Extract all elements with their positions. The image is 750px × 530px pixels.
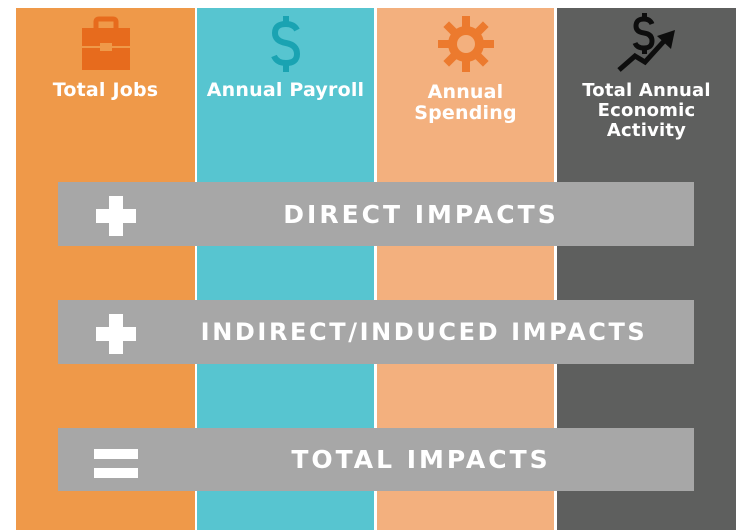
equals-icon bbox=[92, 438, 140, 486]
band-indirect-induced-impacts: INDIRECT/INDUCED IMPACTS bbox=[58, 300, 694, 364]
plus-icon bbox=[92, 192, 140, 240]
band-label: TOTAL IMPACTS bbox=[291, 445, 551, 474]
dollar-sign-icon bbox=[254, 12, 318, 76]
column-title: Annual Spending bbox=[414, 81, 517, 124]
band-direct-impacts: DIRECT IMPACTS bbox=[58, 182, 694, 246]
band-total-impacts: TOTAL IMPACTS bbox=[58, 428, 694, 491]
column-header: Total Jobs bbox=[16, 8, 195, 182]
band-label: INDIRECT/INDUCED IMPACTS bbox=[200, 318, 648, 346]
column-title: Total Annual Economic Activity bbox=[582, 80, 711, 141]
column-header: Total Annual Economic Activity bbox=[557, 8, 736, 182]
column-title: Total Jobs bbox=[52, 79, 159, 101]
plus-icon bbox=[92, 310, 140, 358]
band-label: DIRECT IMPACTS bbox=[283, 199, 559, 229]
dollar-trend-up-icon bbox=[615, 12, 679, 76]
briefcase-icon bbox=[74, 12, 138, 76]
gear-icon bbox=[434, 12, 498, 76]
column-title: Annual Payroll bbox=[206, 79, 365, 101]
column-header: Annual Spending bbox=[377, 8, 554, 182]
column-header: Annual Payroll bbox=[197, 8, 374, 182]
